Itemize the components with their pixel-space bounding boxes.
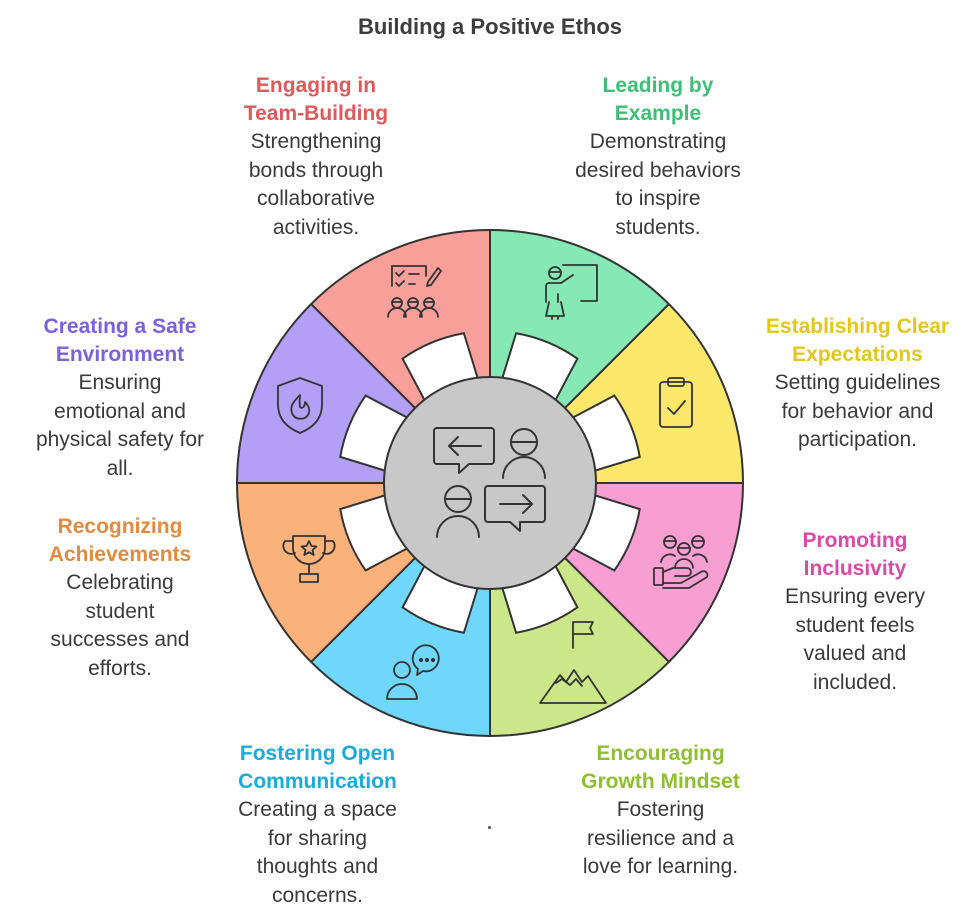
teacher-icon [545, 264, 598, 320]
trophy-icon [282, 535, 336, 583]
diagram-title: Building a Positive Ethos [357, 14, 623, 39]
group-hand-icon [653, 535, 709, 589]
center-hub [383, 376, 597, 590]
shield-icon [277, 377, 323, 434]
stray-dot [488, 826, 491, 829]
clipboard-check-icon [659, 377, 693, 428]
team-checklist-icon [387, 265, 442, 318]
mountain-flag-icon [539, 621, 607, 704]
conversation-icon [433, 427, 546, 538]
person-chat-icon [386, 644, 440, 700]
